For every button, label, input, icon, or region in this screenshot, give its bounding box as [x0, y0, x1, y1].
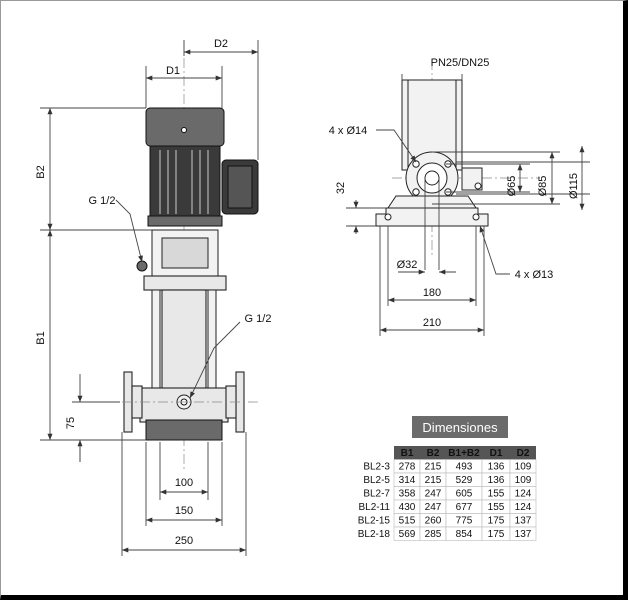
label-250: 250 [175, 535, 193, 547]
table-cell: 854 [456, 529, 473, 540]
table-cell: 175 [488, 516, 505, 527]
table-cell: 215 [425, 462, 442, 473]
label-d115: Ø115 [568, 173, 580, 199]
side-view-dimensions [40, 40, 259, 556]
side-view-pump [86, 40, 260, 470]
label-pn: PN25/DN25 [431, 57, 490, 69]
table-row-model: BL2-18 [358, 529, 391, 540]
table-title-bg [412, 416, 508, 438]
table-cell: 430 [399, 502, 416, 513]
table-cell: 109 [515, 475, 532, 486]
table-cell: 358 [399, 489, 416, 500]
table-cell: 515 [399, 516, 416, 527]
label-g-upper: G 1/2 [89, 195, 116, 207]
table-cell: 314 [399, 475, 416, 486]
table-row-model: BL2-5 [363, 475, 390, 486]
table-cell: 677 [456, 502, 473, 513]
table-cell: 124 [515, 489, 532, 500]
table-cell: 136 [488, 475, 505, 486]
table-cell: 529 [456, 475, 473, 486]
table-cell: 155 [488, 489, 505, 500]
label-32: 32 [335, 182, 347, 194]
end-base [375, 207, 489, 227]
pump-foot [145, 419, 223, 441]
label-d85: Ø85 [537, 176, 549, 197]
dimension-labels: D2 D1 B2 B1 G 1/2 G 1/2 75 100 150 250 P… [35, 38, 580, 547]
table-cell: 124 [515, 502, 532, 513]
end-view-dimensions [346, 74, 590, 336]
table-cell: 247 [425, 502, 442, 513]
table-cell: 215 [425, 475, 442, 486]
table-header-bg [394, 446, 536, 460]
table-cell: 155 [488, 502, 505, 513]
table-cell: 136 [488, 462, 505, 473]
table-cell: 278 [399, 462, 416, 473]
label-75: 75 [65, 417, 77, 429]
table-row-model: BL2-3 [363, 462, 390, 473]
label-d1: D1 [166, 65, 180, 77]
end-view-pump [375, 60, 540, 256]
label-holes-14: 4 x Ø14 [329, 125, 368, 137]
table-cell: 137 [515, 529, 532, 540]
label-d2: D2 [214, 38, 228, 50]
table-cell: 247 [425, 489, 442, 500]
table-header-cell: B2 [427, 448, 440, 459]
table-header-cell: D1 [490, 448, 503, 459]
table-cell: 569 [399, 529, 416, 540]
label-holes-13: 4 x Ø13 [515, 269, 554, 281]
label-b2: B2 [35, 165, 47, 178]
table-header-cell: D2 [517, 448, 530, 459]
table-cell: 175 [488, 529, 505, 540]
top-plate [143, 275, 227, 291]
table-cell: 605 [456, 489, 473, 500]
table-cell: 493 [456, 462, 473, 473]
label-d65: Ø65 [506, 176, 518, 197]
table-cell: 109 [515, 462, 532, 473]
label-180: 180 [423, 287, 441, 299]
label-150: 150 [175, 505, 193, 517]
label-210: 210 [423, 317, 441, 329]
label-100: 100 [175, 477, 193, 489]
vent-plug [136, 260, 148, 272]
table-row-model: BL2-15 [358, 516, 391, 527]
label-g-lower: G 1/2 [245, 313, 272, 325]
table-row-model: BL2-7 [363, 489, 390, 500]
table-cell: 285 [425, 529, 442, 540]
table-title: Dimensiones [422, 420, 498, 435]
table-cell: 260 [425, 516, 442, 527]
table-cell: 137 [515, 516, 532, 527]
label-d32: Ø32 [397, 259, 418, 271]
label-b1: B1 [35, 331, 47, 344]
table-header-cell: B1 [401, 448, 414, 459]
table-row-model: BL2-11 [358, 502, 390, 513]
table-header-cell: B1+B2 [448, 448, 480, 459]
table-cell: 775 [456, 516, 473, 527]
motor-cover [145, 107, 225, 147]
